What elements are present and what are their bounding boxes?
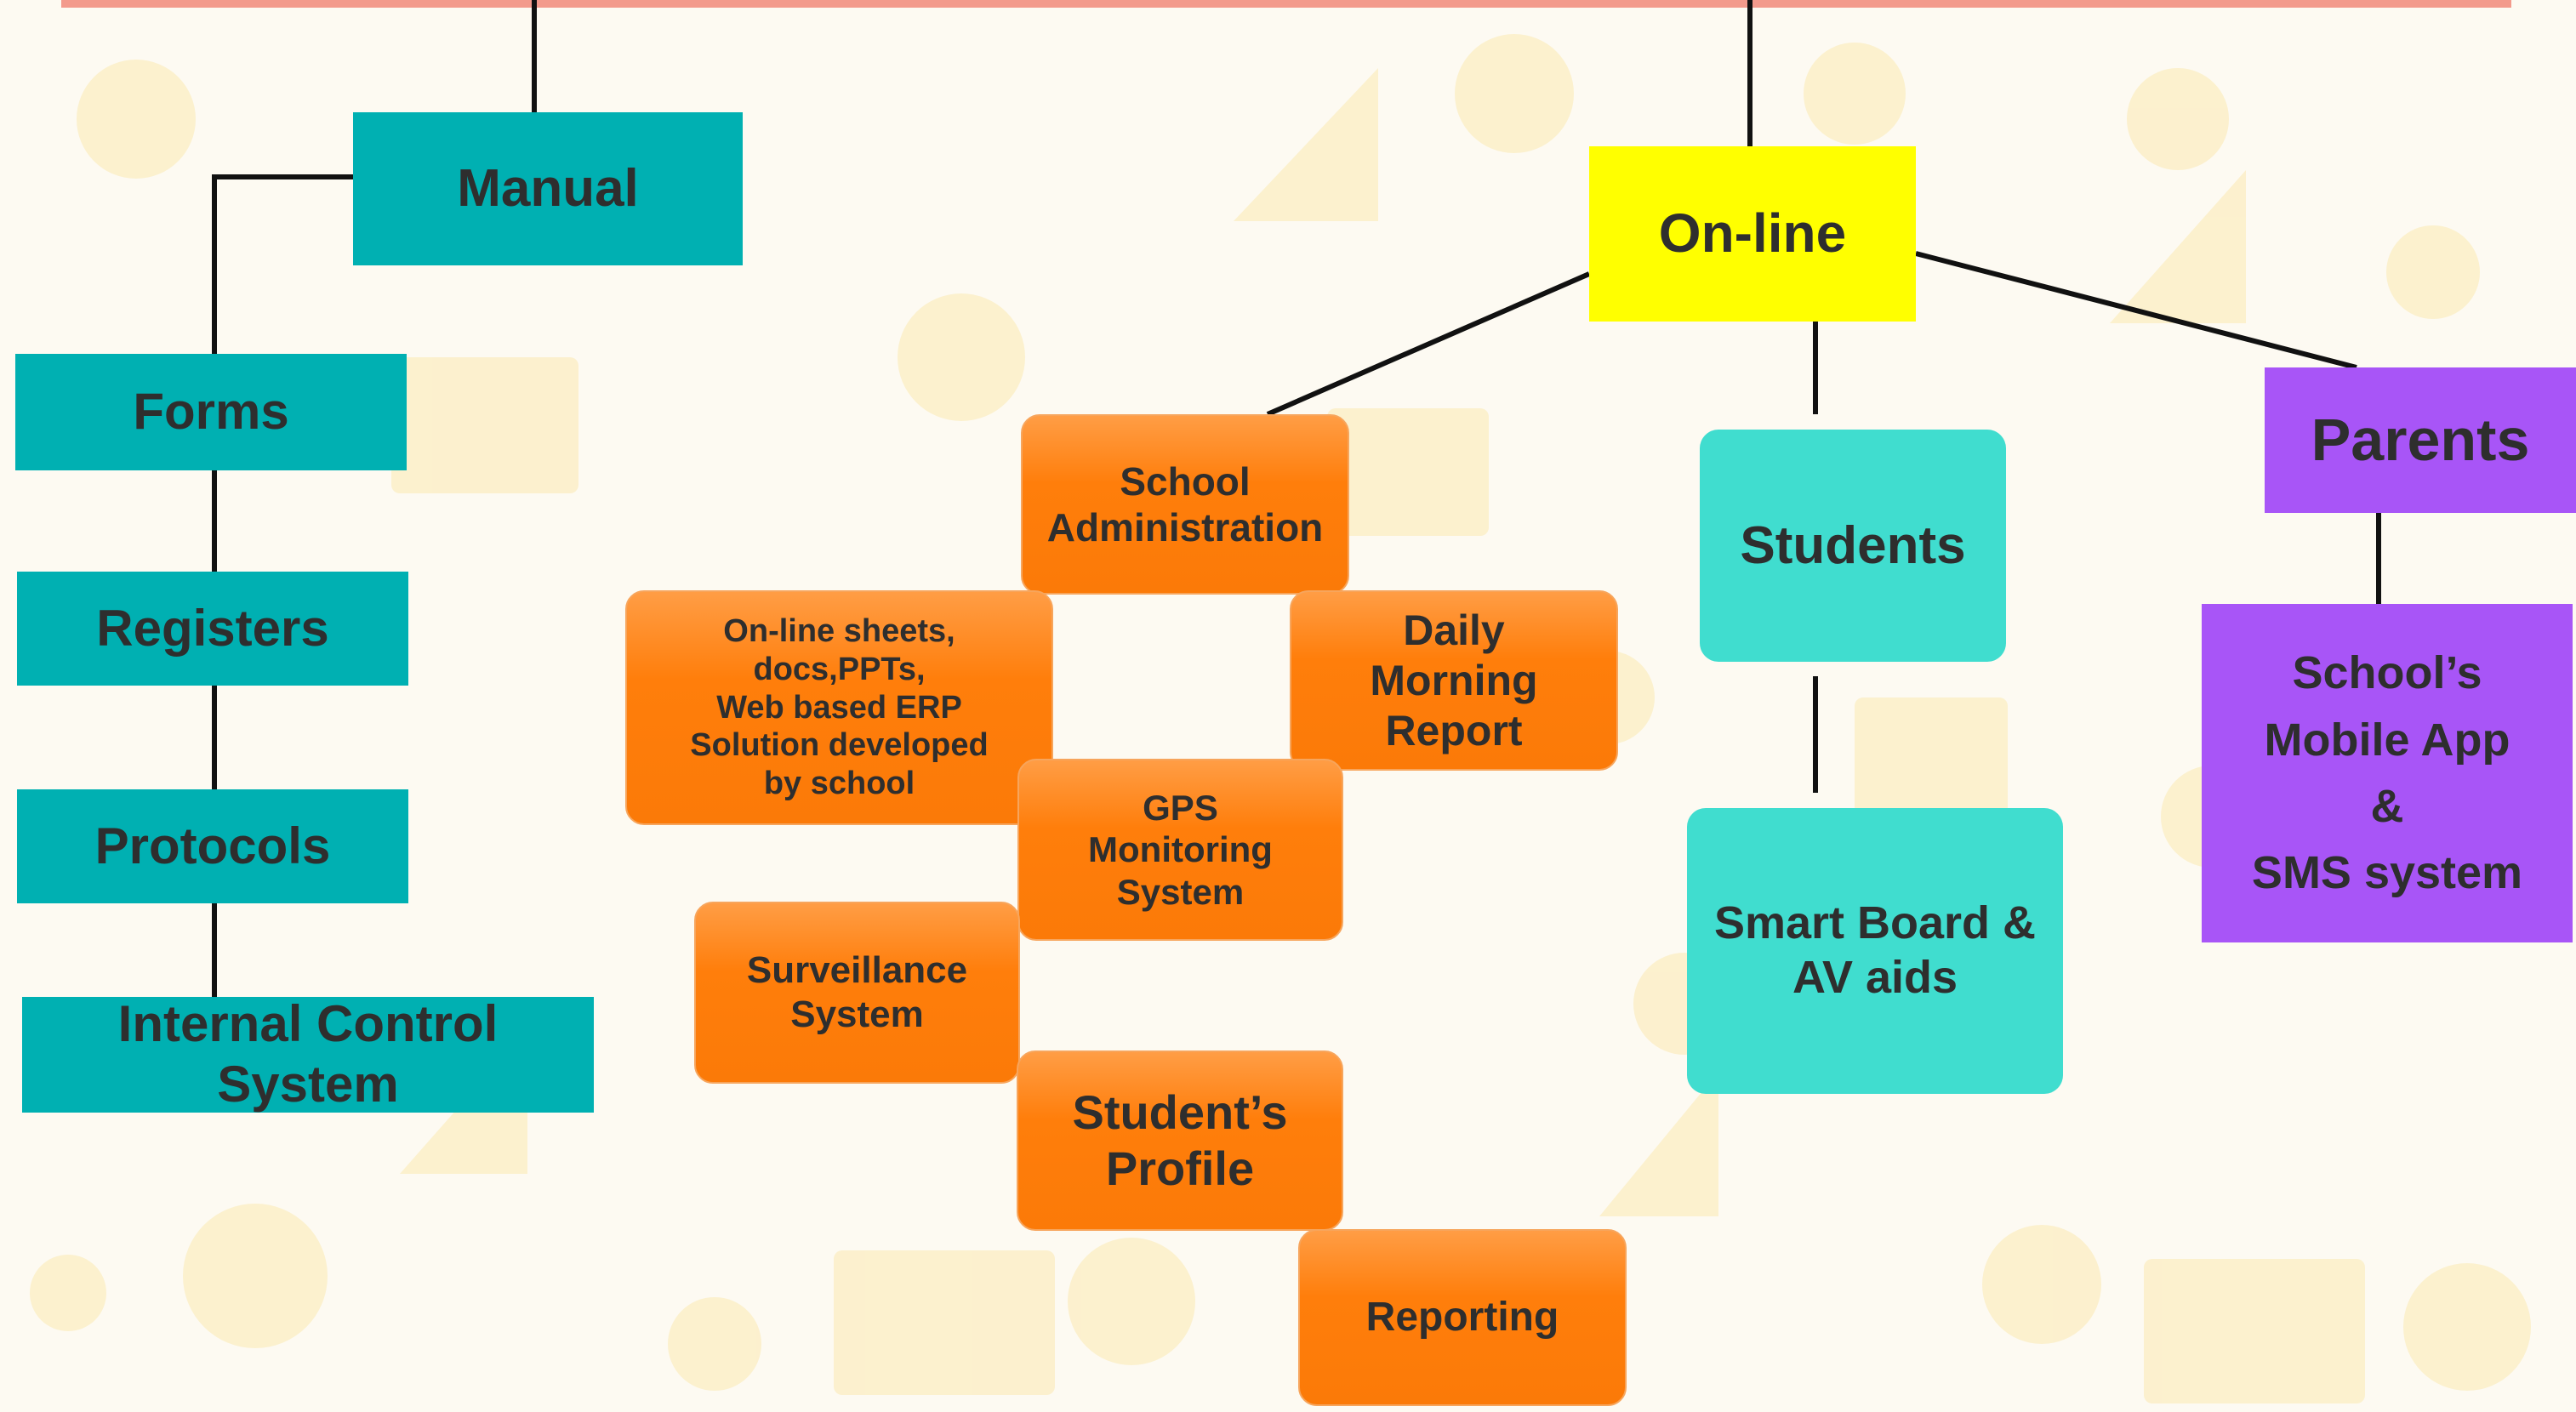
reporting-node: Reporting	[1298, 1229, 1627, 1406]
students-node: Students	[1700, 430, 2006, 662]
protocols-node: Protocols	[17, 789, 408, 903]
gps-node: GPS Monitoring System	[1017, 759, 1343, 941]
daily-report-node: Daily Morning Report	[1290, 590, 1618, 771]
manual-node: Manual	[353, 112, 743, 265]
online-node: On-line	[1589, 146, 1916, 322]
smart-board-node: Smart Board & AV aids	[1687, 808, 2063, 1094]
top-bar	[61, 0, 2511, 8]
connector-manual-branch	[212, 174, 353, 354]
forms-node: Forms	[15, 354, 407, 470]
registers-node: Registers	[17, 572, 408, 686]
online-sheets-node: On-line sheets, docs,PPTs, Web based ERP…	[625, 590, 1053, 825]
mobile-app-node: School’s Mobile App & SMS system	[2202, 604, 2573, 942]
parents-node: Parents	[2265, 367, 2576, 513]
school-admin-node: School Administration	[1021, 414, 1349, 595]
connector-online-parents	[1915, 251, 2357, 370]
connector-online-admin	[1266, 271, 1591, 417]
internal-control-node: Internal Control System	[22, 995, 594, 1113]
student-profile-node: Student’s Profile	[1017, 1050, 1343, 1231]
surveillance-node: Surveillance System	[694, 902, 1020, 1084]
